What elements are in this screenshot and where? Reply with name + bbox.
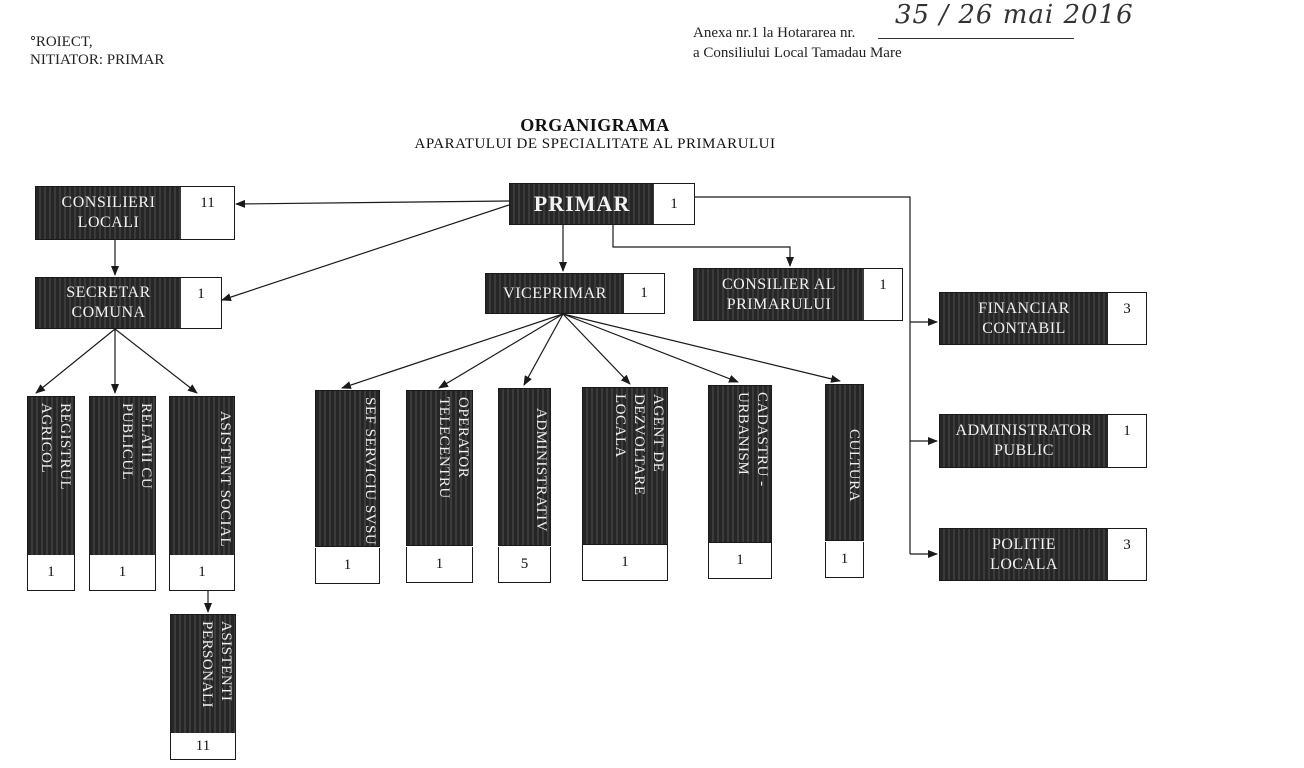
node-registrul-agricol-count: 1 xyxy=(27,555,75,591)
node-secretar-comuna-count: 1 xyxy=(181,278,221,328)
node-cultura-label: CULTURA xyxy=(825,384,864,541)
node-sef-serviciu-svsu-count: 1 xyxy=(315,548,380,584)
node-asistenti-personali: ASISTENTI PERSONALI 11 xyxy=(170,614,236,760)
annex-handwritten-number: 35 / 26 mai 2016 xyxy=(895,0,1134,30)
node-financiar-contabil-count: 3 xyxy=(1108,293,1146,344)
node-cultura-count: 1 xyxy=(825,542,864,578)
chart-title: ORGANIGRAMA xyxy=(520,115,670,135)
node-politie-locala-label: POLITIE LOCALA xyxy=(940,529,1108,580)
project-label: ᐤROIECT, xyxy=(30,34,93,50)
initiator-label: NITIATOR: PRIMAR xyxy=(30,52,165,68)
node-primar: PRIMAR 1 xyxy=(509,183,695,225)
node-consilieri-locali-count: 11 xyxy=(181,187,234,239)
chart-subtitle: APARATULUI DE SPECIALITATE AL PRIMARULUI xyxy=(414,136,776,152)
node-agent-de-dezvoltare-locala-label: AGENT DE DEZVOLTARE LOCALA xyxy=(582,387,668,545)
node-relatii-cu-publicul: RELATII CU PUBLICUL 1 xyxy=(89,396,156,591)
node-administrator-public-count: 1 xyxy=(1108,415,1146,467)
node-relatii-cu-publicul-label: RELATII CU PUBLICUL xyxy=(89,396,156,556)
signature-line xyxy=(878,38,1074,39)
node-asistenti-personali-count: 11 xyxy=(170,733,236,760)
node-primar-count: 1 xyxy=(654,184,694,224)
annex-council-label: a Consiliului Local Tamadau Mare xyxy=(693,45,902,61)
node-consilier-primar-count: 1 xyxy=(864,269,902,320)
node-registrul-agricol-label: REGISTRUL AGRICOL xyxy=(27,396,75,556)
node-politie-locala-count: 3 xyxy=(1108,529,1146,580)
node-administrativ: ADMINISTRATIV 5 xyxy=(498,388,551,583)
node-operator-telecentru-label: OPERATOR TELECENTRU xyxy=(406,390,473,546)
annex-label: Anexa nr.1 la Hotararea nr. xyxy=(693,25,856,41)
node-relatii-cu-publicul-count: 1 xyxy=(89,555,156,591)
node-consilier-primar-label: CONSILIER AL PRIMARULUI xyxy=(694,269,864,320)
node-asistenti-personali-label: ASISTENTI PERSONALI xyxy=(170,614,236,734)
node-financiar-contabil-label: FINANCIAR CONTABIL xyxy=(940,293,1108,344)
node-consilieri-locali: CONSILIERI LOCALI 11 xyxy=(35,186,235,240)
node-viceprimar: VICEPRIMAR 1 xyxy=(485,273,665,314)
node-administrativ-count: 5 xyxy=(498,547,551,583)
node-consilieri-locali-label: CONSILIERI LOCALI xyxy=(36,187,181,239)
node-cadastru-urbanism-label: CADASTRU - URBANISM xyxy=(708,385,772,543)
node-primar-label: PRIMAR xyxy=(510,184,654,224)
node-agent-de-dezvoltare-locala: AGENT DE DEZVOLTARE LOCALA 1 xyxy=(582,387,668,581)
node-administrativ-label: ADMINISTRATIV xyxy=(498,388,551,546)
node-cadastru-urbanism-count: 1 xyxy=(708,543,772,579)
node-asistent-social-label: ASISTENT SOCIAL xyxy=(169,396,235,556)
node-viceprimar-count: 1 xyxy=(624,274,664,313)
node-asistent-social-count: 1 xyxy=(169,555,235,591)
node-secretar-comuna: SECRETAR COMUNA 1 xyxy=(35,277,222,329)
node-operator-telecentru-count: 1 xyxy=(406,547,473,583)
node-cadastru-urbanism: CADASTRU - URBANISM 1 xyxy=(708,385,772,579)
node-consilier-primar: CONSILIER AL PRIMARULUI 1 xyxy=(693,268,903,321)
node-politie-locala: POLITIE LOCALA 3 xyxy=(939,528,1147,581)
node-administrator-public: ADMINISTRATOR PUBLIC 1 xyxy=(939,414,1147,468)
node-asistent-social: ASISTENT SOCIAL 1 xyxy=(169,396,235,591)
node-administrator-public-label: ADMINISTRATOR PUBLIC xyxy=(940,415,1108,467)
node-sef-serviciu-svsu-label: SEF SERVICIU SVSU xyxy=(315,390,380,547)
node-registrul-agricol: REGISTRUL AGRICOL 1 xyxy=(27,396,75,591)
node-cultura: CULTURA 1 xyxy=(825,384,864,578)
node-financiar-contabil: FINANCIAR CONTABIL 3 xyxy=(939,292,1147,345)
node-secretar-comuna-label: SECRETAR COMUNA xyxy=(36,278,181,328)
node-operator-telecentru: OPERATOR TELECENTRU 1 xyxy=(406,390,473,583)
node-sef-serviciu-svsu: SEF SERVICIU SVSU 1 xyxy=(315,390,380,584)
node-agent-de-dezvoltare-locala-count: 1 xyxy=(582,545,668,581)
node-viceprimar-label: VICEPRIMAR xyxy=(486,274,624,313)
